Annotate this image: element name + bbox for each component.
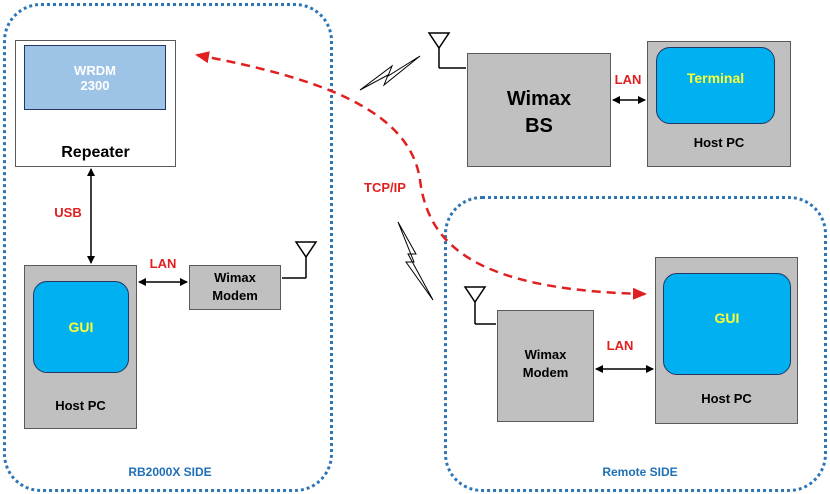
- wimax-modem-remote: [497, 310, 594, 422]
- lan-top-label: LAN: [614, 72, 642, 87]
- lan-remote-label: LAN: [606, 338, 634, 353]
- wireless-signal-top-icon: [359, 55, 421, 91]
- host-pc-top-screen-label: Terminal: [686, 70, 745, 86]
- antenna-left-icon: [282, 241, 318, 279]
- host-pc-remote-screen-label: GUI: [714, 310, 740, 326]
- host-pc-left-screen-label: GUI: [68, 319, 94, 335]
- wimax-modem-remote-line2: Modem: [522, 365, 569, 380]
- repeater-device: WRDM 2300: [15, 40, 176, 167]
- host-pc-remote-label: Host PC: [701, 391, 752, 406]
- host-pc-remote-screen: GUI: [663, 273, 791, 375]
- repeater-screen: WRDM 2300: [24, 45, 166, 110]
- host-pc-left-screen: GUI: [33, 281, 129, 373]
- usb-label: USB: [54, 205, 82, 220]
- host-pc-top-screen: Terminal: [656, 47, 775, 124]
- wireless-signal-bottom-icon: [397, 221, 434, 301]
- host-pc-left: GUI: [24, 265, 137, 429]
- antenna-remote-icon: [463, 286, 496, 325]
- repeater-screen-line1: WRDM: [74, 62, 116, 78]
- tcpip-link: [195, 51, 647, 300]
- wimax-modem-remote-line1: Wimax: [524, 347, 567, 362]
- host-pc-top-label: Host PC: [693, 135, 745, 150]
- host-pc-top: Terminal: [647, 41, 791, 167]
- host-pc-remote: GUI: [655, 257, 798, 424]
- lan-left-label: LAN: [149, 256, 177, 271]
- antenna-bs-icon: [427, 32, 466, 69]
- repeater-label: Repeater: [61, 144, 130, 161]
- remote-side-label: Remote SIDE: [602, 465, 678, 479]
- host-pc-left-label: Host PC: [55, 398, 106, 413]
- tcpip-label: TCP/IP: [364, 180, 406, 195]
- repeater-screen-line2: 2300: [80, 77, 110, 93]
- rb2000x-side-label: RB2000X SIDE: [128, 465, 212, 479]
